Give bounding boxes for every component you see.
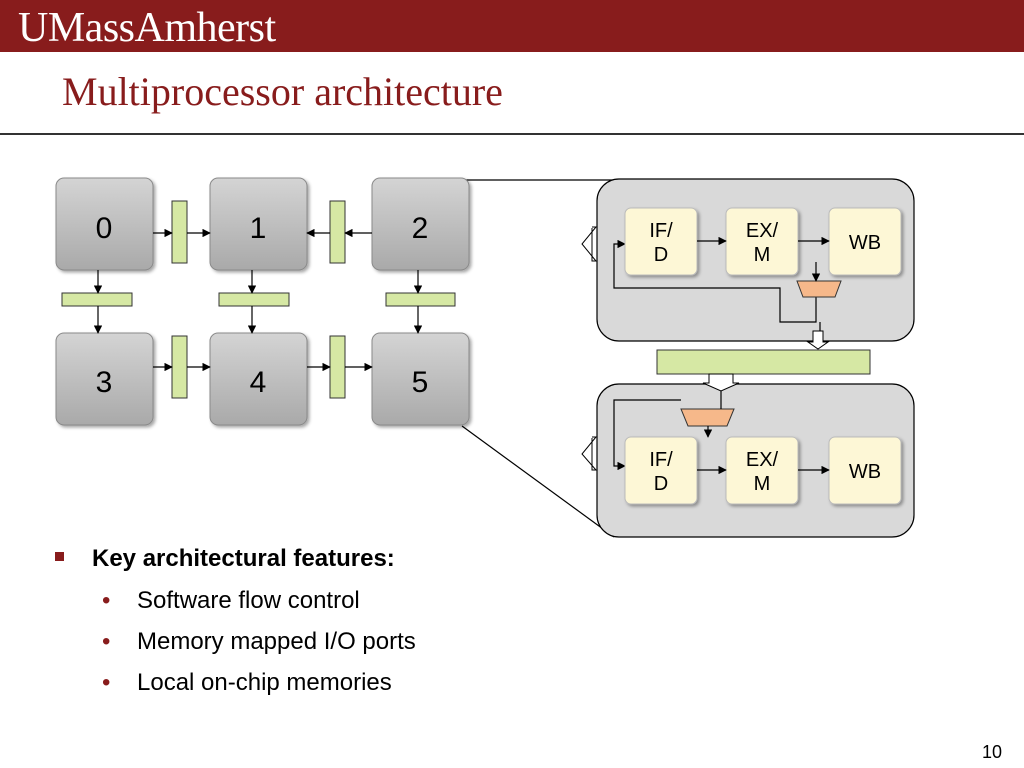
link-buffer-0-1 [171,200,188,264]
processor-label: 1 [250,212,267,245]
stage-label: EX/M [746,220,779,266]
inter-core-buffer [656,349,871,375]
processor-4: 4 [209,332,308,426]
stage-label: WB [849,461,881,483]
mux-top [796,280,842,298]
link-buffer-1-2 [329,200,346,264]
dot-bullet-icon: • [102,628,111,655]
feedback-wire [613,399,681,471]
processor-label: 0 [96,212,113,245]
link-buffer-4-5 [329,335,346,399]
processor-5: 5 [371,332,470,426]
port-arrow-top [581,226,598,262]
zoom-line-bottom [461,425,615,538]
link-buffer-3-4 [171,335,188,399]
mux-bottom [680,408,735,427]
umass-logo: UMassAmherst [18,5,276,51]
title-divider [0,133,1024,135]
multiprocessor-diagram: 0 1 2 3 4 5 IF/D EX/M WB [55,177,915,538]
stage-label: IF/D [649,449,673,495]
dot-bullet-icon: • [102,669,111,696]
port-arrow-bottom [581,436,598,471]
link-buffer-1-4 [218,292,290,307]
processor-0: 0 [55,177,154,271]
port-arrow-down [806,330,830,350]
dot-bullet-icon: • [102,587,111,614]
list-item-text: Software flow control [137,587,360,614]
link-buffer-2-5 [385,292,456,307]
slide-title: Multiprocessor architecture [62,69,503,114]
processor-label: 3 [96,366,113,399]
port-arrow-down [702,373,740,392]
square-bullet-icon [55,552,64,561]
stage-label: WB [849,232,881,254]
processor-label: 2 [412,212,429,245]
bullet-heading-text: Key architectural features: [92,545,395,572]
processor-3: 3 [55,332,154,426]
processor-label: 4 [250,366,267,399]
list-item-text: Local on-chip memories [137,669,392,696]
link-buffer-0-3 [61,292,133,307]
processor-2: 2 [371,177,470,271]
stage-label: EX/M [746,449,779,495]
page-number: 10 [981,742,1002,762]
processor-label: 5 [412,366,429,399]
stage-label: IF/D [649,220,673,266]
list-item-text: Memory mapped I/O ports [137,628,416,655]
header-bar: UMassAmherst [0,0,1024,52]
feedback-wire [613,239,817,323]
processor-1: 1 [209,177,308,271]
